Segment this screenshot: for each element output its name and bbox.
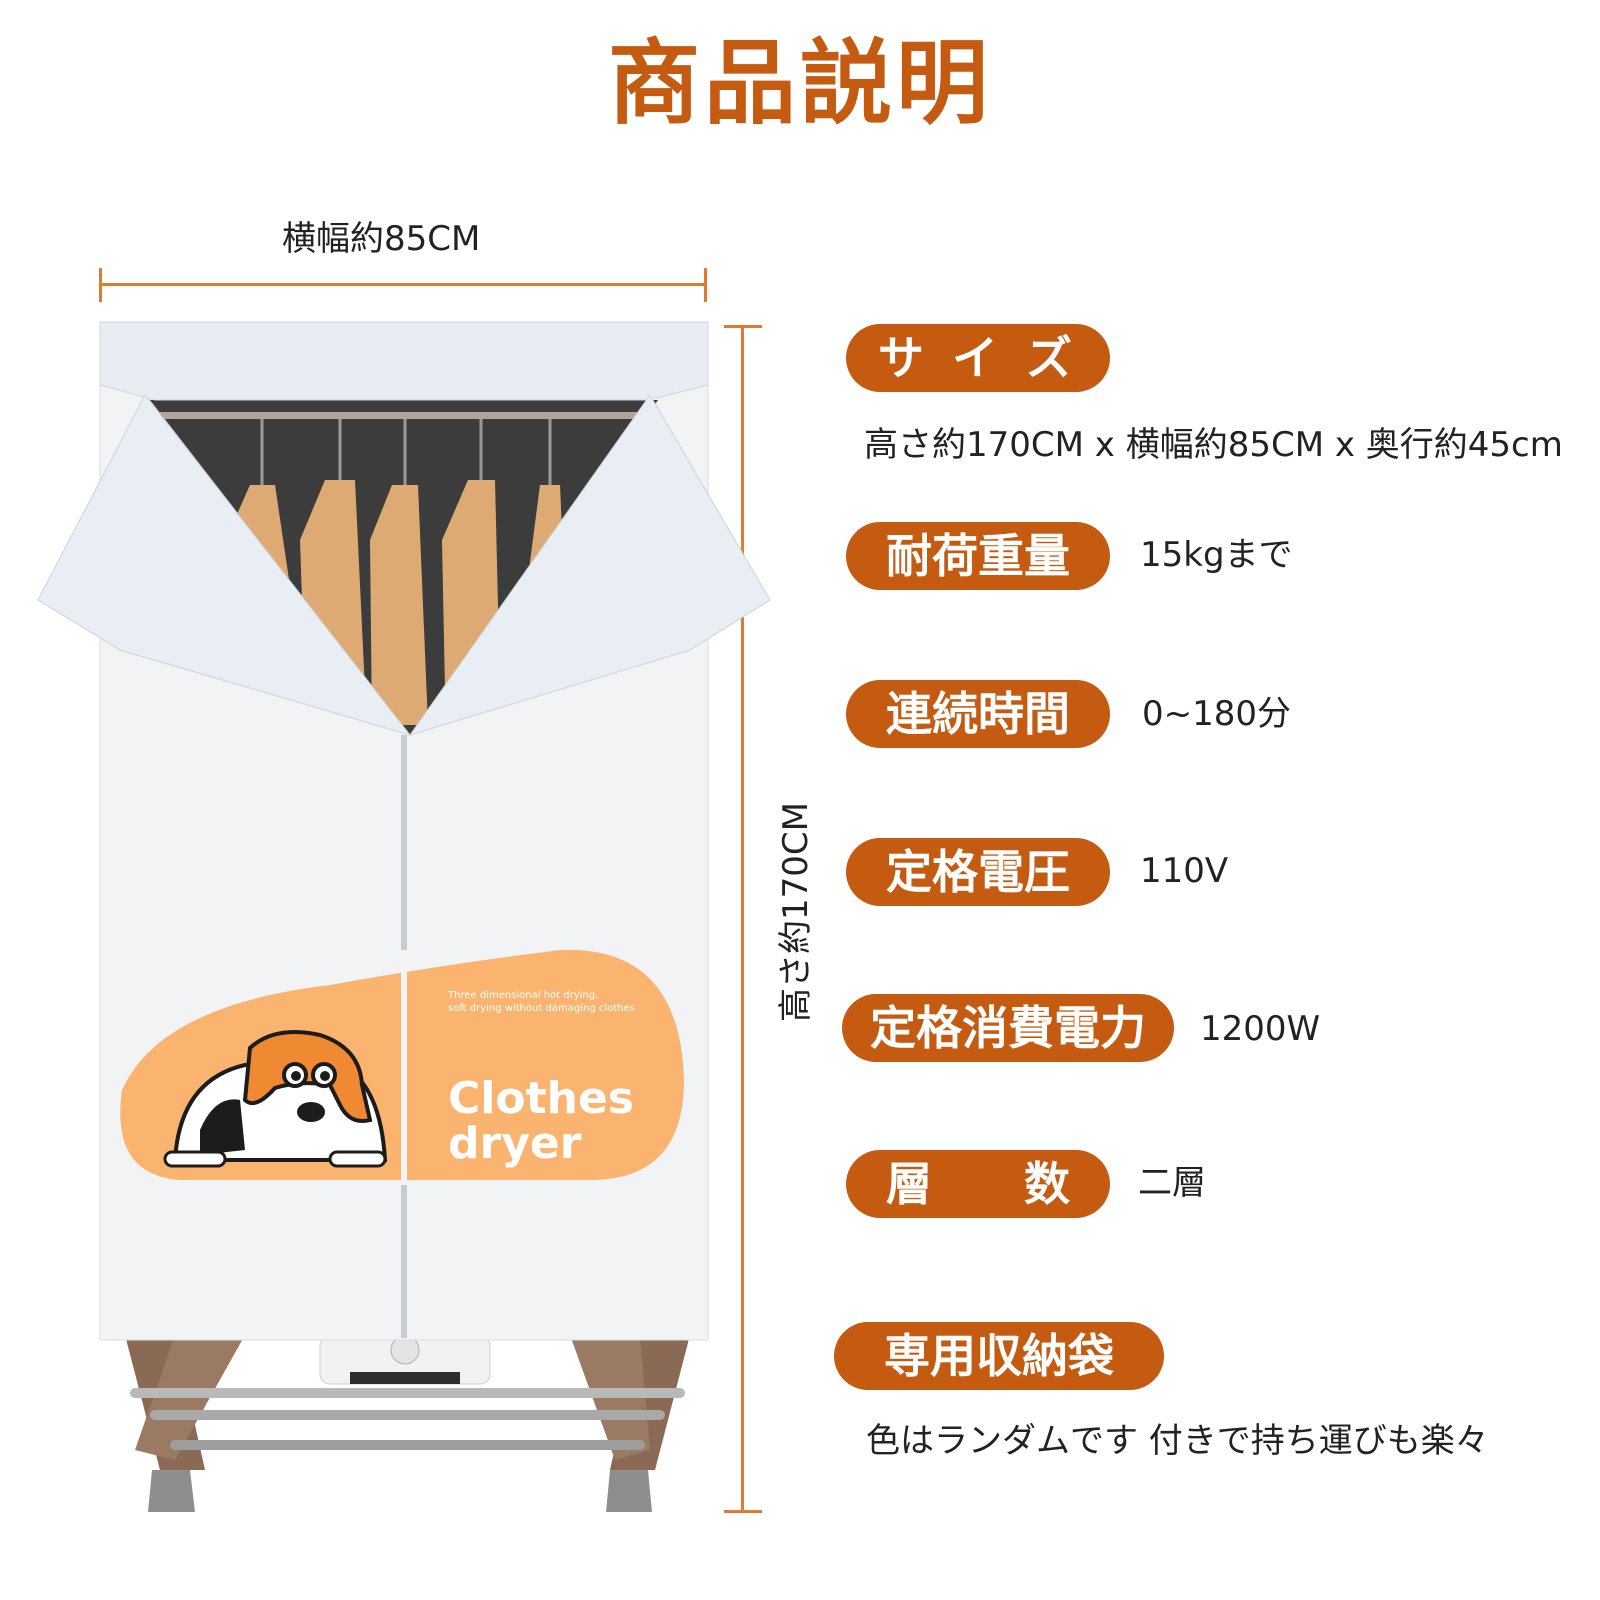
print-caption-1: Three dimensional hot drying, xyxy=(447,990,598,1001)
spec-layers-value: 二層 xyxy=(1138,1163,1206,1203)
spec-power-label: 定格消費電力 xyxy=(842,994,1174,1062)
width-dimension-line xyxy=(100,283,706,286)
spec-voltage-label: 定格電圧 xyxy=(846,838,1110,906)
spec-voltage-value: 110V xyxy=(1140,851,1229,891)
width-dimension-cap-right xyxy=(704,268,707,302)
clothes-dryer-image: Three dimensional hot drying, soft dryin… xyxy=(37,321,771,1512)
dryer-right-flap xyxy=(408,394,771,736)
spec-layers-label: 層 数 xyxy=(846,1150,1110,1218)
spec-time-label: 連続時間 xyxy=(846,680,1110,748)
print-caption-2: soft drying without damaging clothes xyxy=(448,1003,635,1014)
spec-load-label: 耐荷重量 xyxy=(846,522,1110,590)
height-dimension-cap-top xyxy=(724,325,762,328)
spec-size-label: サ イ ズ xyxy=(846,324,1110,392)
height-dimension-line xyxy=(741,326,744,1512)
spec-load-value: 15kgまで xyxy=(1140,535,1293,575)
spec-size-value: 高さ約170CM x 横幅約85CM x 奥行約45cm xyxy=(864,425,1563,465)
dryer-stand xyxy=(125,1335,690,1512)
spec-time-value: 0~180分 xyxy=(1142,694,1292,734)
spec-bag-label: 専用収納袋 xyxy=(834,1322,1164,1390)
print-clothes-text: Clothes xyxy=(448,1073,634,1124)
spec-bag-value: 色はランダムです 付きで持ち運びも楽々 xyxy=(866,1421,1489,1461)
spec-power-value: 1200W xyxy=(1200,1009,1321,1049)
page-title: 商品説明 xyxy=(607,30,992,137)
dryer-left-flap xyxy=(37,394,412,736)
dryer-top-flap xyxy=(99,321,709,401)
height-dimension-cap-bottom xyxy=(724,1510,762,1513)
dog-illustration xyxy=(163,1030,388,1168)
width-dimension-cap-left xyxy=(99,268,102,302)
print-dryer-text: dryer xyxy=(448,1118,582,1169)
width-label: 横幅約85CM xyxy=(282,219,481,259)
